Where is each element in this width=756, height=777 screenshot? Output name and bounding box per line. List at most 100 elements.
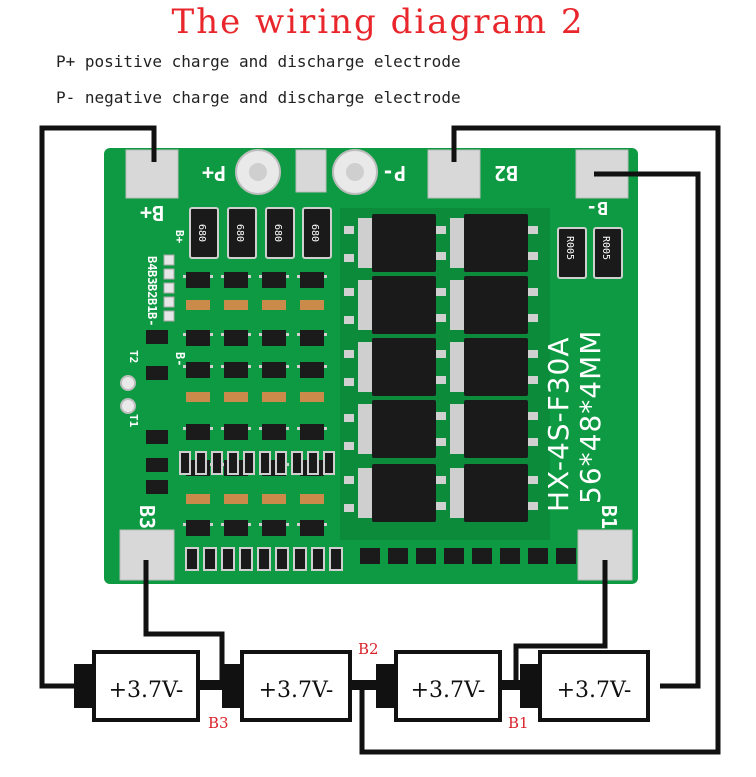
board-label-b-plus: B+ [140, 201, 164, 225]
mosfet-tab [358, 468, 372, 518]
legend-p-plus: P+ positive charge and discharge electro… [56, 52, 461, 71]
small-resistor [211, 451, 223, 475]
ic-component [186, 392, 210, 402]
junction-label-b2: B2 [358, 640, 379, 658]
mosfet-pin [436, 476, 446, 484]
mosfet-pin [436, 412, 446, 420]
mosfet-pin [344, 476, 354, 484]
mosfet-tab [450, 468, 464, 518]
small-resistor [275, 451, 287, 475]
battery-3-label: +3.7V- [411, 678, 486, 703]
resistor-label: 680 [196, 224, 207, 242]
mosfet-pin [528, 412, 538, 420]
mosfet-tab [358, 404, 372, 454]
ic-pin [259, 333, 262, 336]
ic-component [300, 424, 324, 440]
mosfet-pin [528, 350, 538, 358]
connector-label: B4 [145, 256, 159, 270]
ic-component [262, 300, 286, 310]
ic-pin [221, 427, 224, 430]
left-component [146, 366, 168, 380]
connector-label: B3 [145, 270, 159, 284]
bottom-transistor [556, 548, 576, 564]
ic-pin [221, 365, 224, 368]
mosfet-pin [436, 350, 446, 358]
mosfet-tab [450, 404, 464, 454]
board-label-b1: B1 [597, 505, 621, 529]
ic-component [224, 272, 248, 288]
ic-pin [210, 333, 213, 336]
ic-pin [183, 275, 186, 278]
ic-pin [286, 275, 289, 278]
small-resistor [307, 451, 319, 475]
mosfet-pin [436, 252, 446, 260]
ic-pin [210, 427, 213, 430]
ic-pin [259, 365, 262, 368]
mosfet-pin [436, 438, 446, 446]
resistor-680 [302, 207, 332, 259]
ic-pin [297, 333, 300, 336]
mosfet [372, 214, 436, 272]
ic-pin [297, 365, 300, 368]
ic-component [186, 362, 210, 378]
ic-component [262, 424, 286, 440]
ic-pin [248, 523, 251, 526]
thermistor-pad-t2 [120, 375, 136, 391]
ic-component [186, 330, 210, 346]
connector-pin [163, 296, 175, 308]
ic-pin [324, 427, 327, 430]
bottom-transistor [416, 548, 436, 564]
board-label-t2: T2 [127, 350, 140, 363]
junction-label-b3: B3 [208, 714, 229, 732]
mosfet-tab [450, 280, 464, 330]
mosfet-pin [344, 442, 354, 450]
ic-component [300, 520, 324, 536]
mosfet-pin [436, 376, 446, 384]
small-resistor [179, 451, 191, 475]
ic-pin [297, 523, 300, 526]
board-label-b-plus-small: B+ [173, 230, 186, 244]
mosfet-pin [528, 476, 538, 484]
mosfet-pin [344, 288, 354, 296]
bottom-resistor [275, 547, 289, 571]
ic-component [224, 392, 248, 402]
ic-pin [221, 523, 224, 526]
ic-component [300, 330, 324, 346]
small-resistor [259, 451, 271, 475]
ic-pin [210, 365, 213, 368]
ic-pin [259, 275, 262, 278]
battery-4-label: +3.7V- [557, 678, 632, 703]
left-component [146, 430, 168, 444]
ic-component [186, 494, 210, 504]
mosfet-pin [528, 252, 538, 260]
mosfet [372, 338, 436, 396]
ic-component [186, 300, 210, 310]
mosfet [372, 400, 436, 458]
ic-component [224, 520, 248, 536]
pad-p-plus-zone [295, 149, 327, 193]
bottom-resistor [293, 547, 307, 571]
link-b1 [500, 680, 522, 690]
mosfet-pin [344, 226, 354, 234]
mosfet-pin [528, 502, 538, 510]
bottom-resistor [329, 547, 343, 571]
wire-b1 [513, 560, 608, 686]
ic-pin [248, 275, 251, 278]
battery-4: +3.7V- [520, 650, 650, 722]
ic-component [262, 362, 286, 378]
diagram-title: The wiring diagram 2 [171, 2, 585, 42]
resistor-680 [189, 207, 219, 259]
mosfet-pin [344, 414, 354, 422]
ic-pin [324, 333, 327, 336]
battery-2: +3.7V- [222, 650, 352, 722]
ic-pin [210, 523, 213, 526]
bottom-transistor [472, 548, 492, 564]
ic-pin [248, 333, 251, 336]
connector-pin [163, 310, 175, 322]
bottom-resistor [311, 547, 325, 571]
ic-pin [297, 427, 300, 430]
ic-component [224, 362, 248, 378]
wire-b-plus [39, 125, 157, 689]
